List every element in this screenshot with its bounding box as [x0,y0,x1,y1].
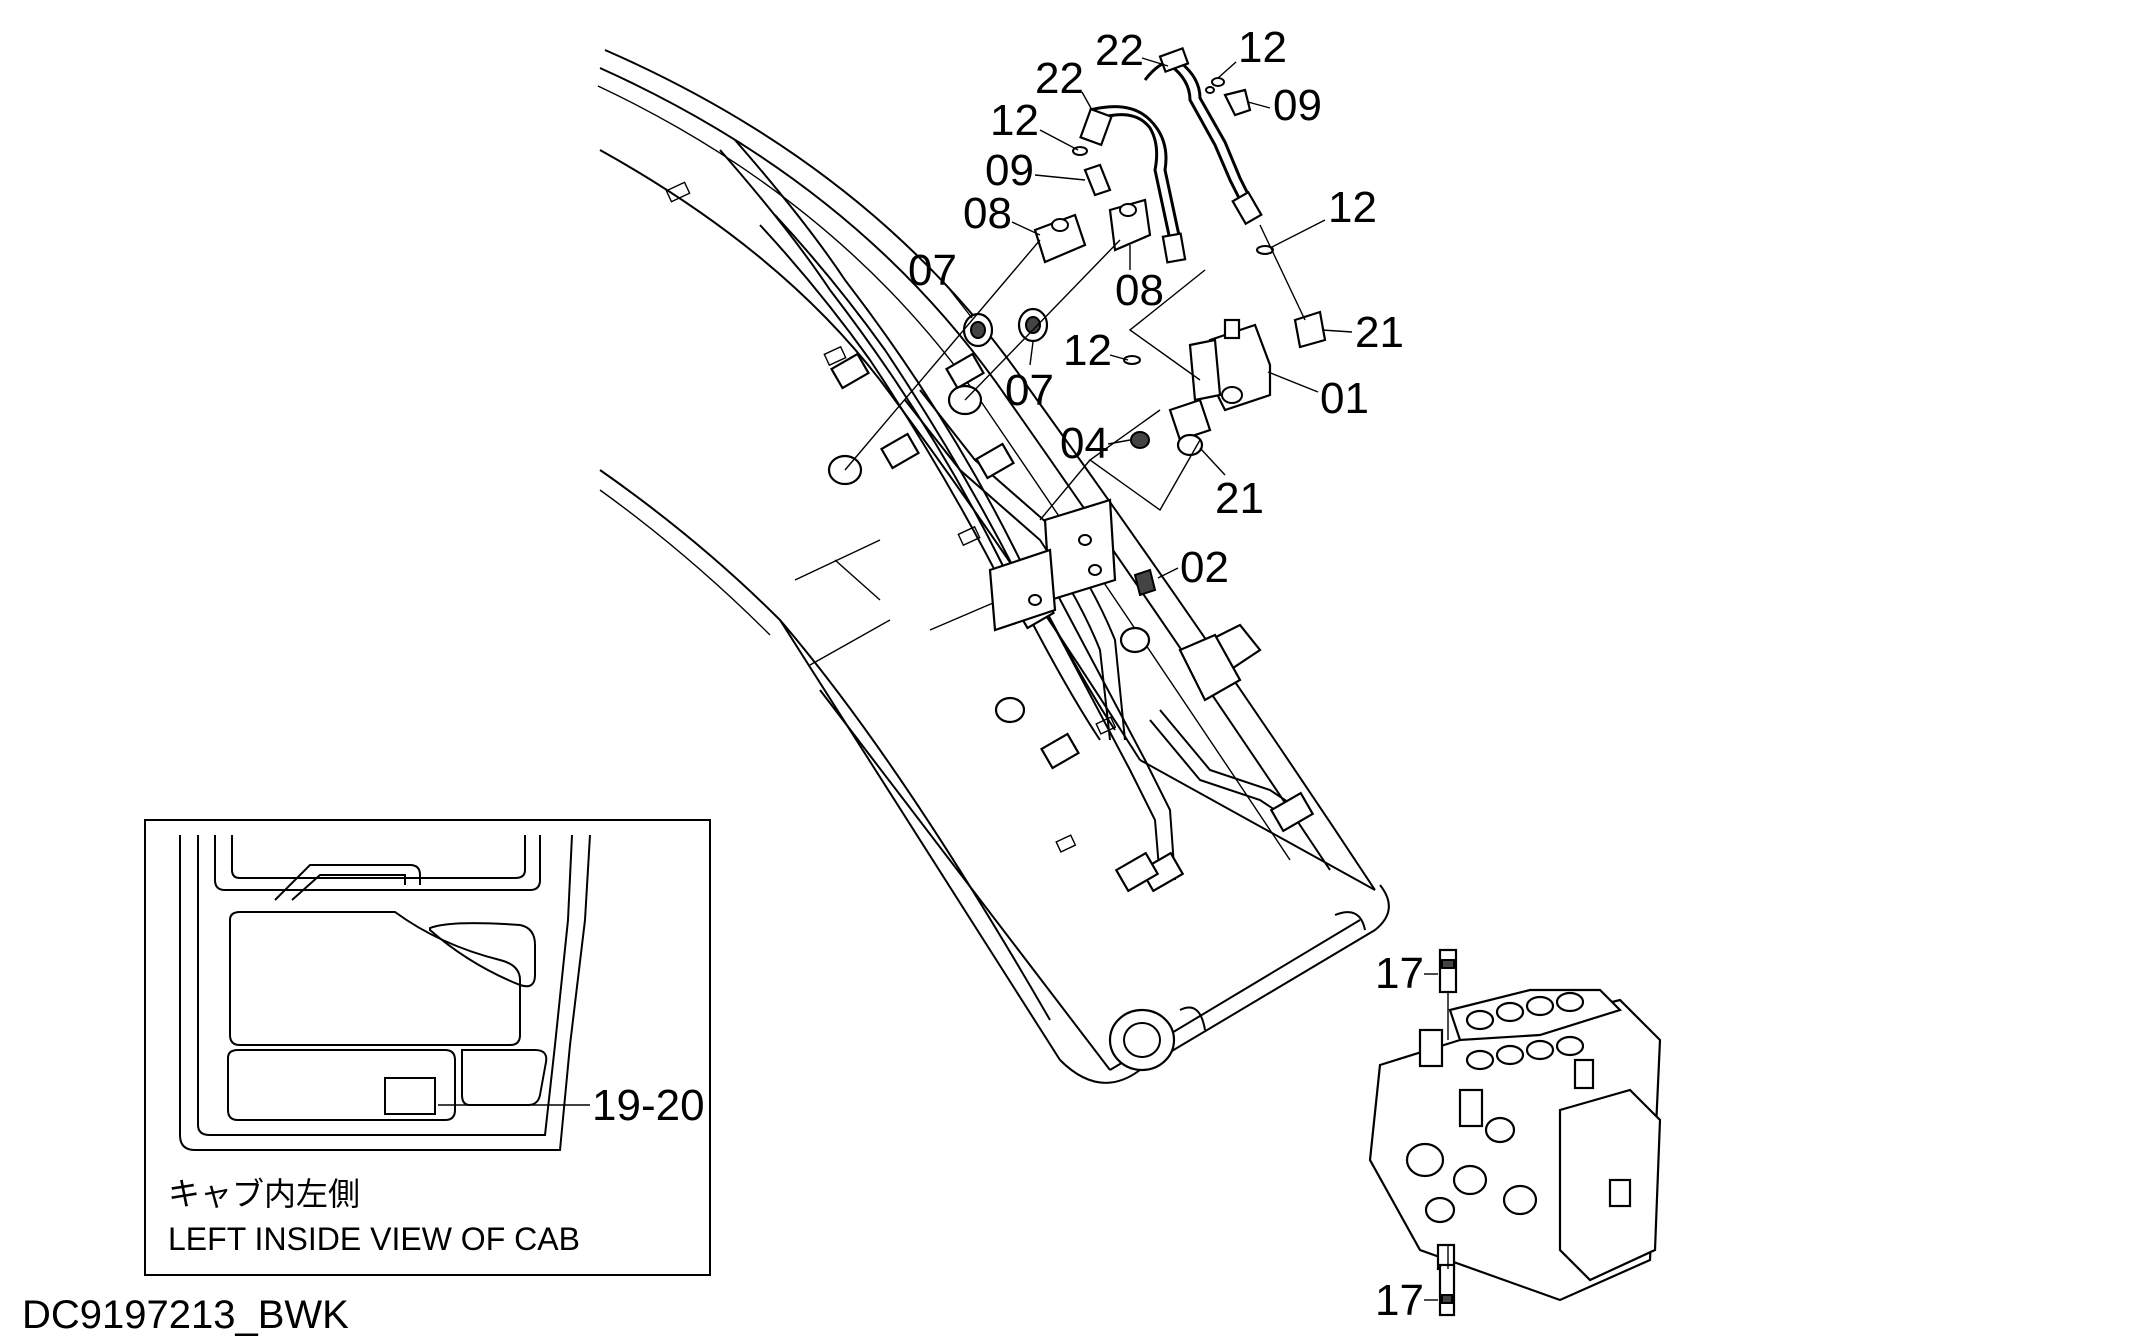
svg-text:12: 12 [1328,183,1377,232]
callout-02: 02 [1157,543,1229,592]
callout-08a: 08 [963,189,1041,238]
svg-text:12: 12 [1238,23,1287,72]
svg-text:07: 07 [1005,366,1054,415]
svg-text:21: 21 [1355,308,1404,357]
drawing-id: DC9197213_BWK [22,1293,349,1337]
control-valve [1368,948,1662,1317]
callout-07b: 07 [1005,341,1054,415]
callout-22b: 22 [1035,54,1093,111]
callout-22a: 22 [1095,26,1169,75]
svg-text:22: 22 [1095,26,1144,75]
svg-text:21: 21 [1215,474,1264,523]
svg-text:09: 09 [985,146,1034,195]
callout-labels: 22 12 22 09 12 09 08 12 [438,23,1438,1325]
callout-12a: 12 [1217,23,1287,79]
svg-text:07: 07 [908,246,957,295]
callout-04: 04 [1060,419,1131,468]
callout-07a: 07 [908,246,973,319]
svg-text:04: 04 [1060,419,1109,468]
callout-17a: 17 [1375,949,1438,998]
callout-17b: 17 [1375,1276,1438,1325]
callout-12d: 12 [1063,326,1129,375]
svg-text:17: 17 [1375,1276,1424,1325]
part-19-20-box [384,1077,436,1115]
svg-text:08: 08 [963,189,1012,238]
callout-09b: 09 [985,146,1086,195]
valve-spools [1465,991,1585,1071]
svg-text:09: 09 [1273,81,1322,130]
callout-21b: 21 [1199,447,1264,523]
exploded-parts [844,46,1327,597]
svg-text:22: 22 [1035,54,1084,103]
svg-text:01: 01 [1320,374,1369,423]
svg-text:02: 02 [1180,543,1229,592]
boom-pipes [719,139,1315,893]
callout-12b: 12 [990,96,1079,151]
cab-inset: キャブ内左側 LEFT INSIDE VIEW OF CAB [144,819,711,1276]
callout-01: 01 [1267,371,1369,423]
svg-text:19-20: 19-20 [592,1081,705,1130]
boom-outline [597,49,1390,1084]
inset-frame [144,819,711,1276]
inset-caption-jp: キャブ内左側 [168,1176,360,1212]
callout-09a: 09 [1247,81,1322,130]
svg-text:08: 08 [1115,266,1164,315]
inset-caption-en: LEFT INSIDE VIEW OF CAB [168,1221,580,1257]
callout-12c: 12 [1269,183,1377,249]
svg-text:17: 17 [1375,949,1424,998]
callout-21a: 21 [1321,308,1404,357]
svg-text:12: 12 [990,96,1039,145]
callout-08b: 08 [1115,245,1164,315]
svg-text:12: 12 [1063,326,1112,375]
callout-19-20: 19-20 [438,1081,705,1130]
